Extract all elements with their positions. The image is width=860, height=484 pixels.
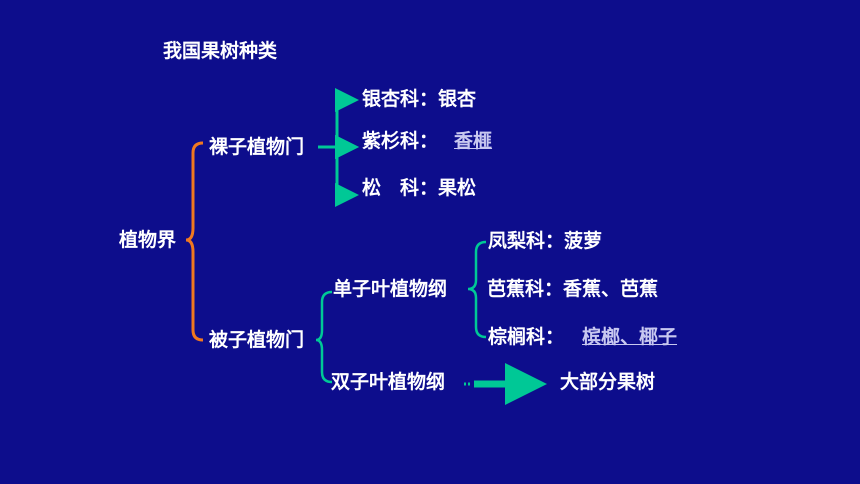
root-label: 植物界: [119, 229, 177, 251]
family-row: 银杏科：银杏: [362, 87, 476, 111]
dicot-result: 大部分果树: [560, 371, 656, 393]
monocot-label: 单子叶植物纲: [333, 278, 448, 300]
family-example: 香蕉、芭蕉: [563, 278, 659, 300]
dicot-label: 双子叶植物纲: [331, 371, 446, 393]
family-name: 紫杉科：: [362, 130, 439, 152]
family-name: 棕榈科：: [488, 326, 565, 348]
family-example: 银杏: [438, 88, 477, 110]
family-name: 银杏科：: [362, 88, 439, 110]
family-name: 松 科：: [362, 177, 439, 199]
family-example: 果松: [438, 177, 477, 199]
example-link-palms[interactable]: 槟榔、椰子: [582, 326, 678, 348]
page-title: 我国果树种类: [163, 40, 278, 62]
gymnosperm-label: 裸子植物门: [209, 136, 305, 158]
angiosperm-label: 被子植物门: [209, 329, 305, 351]
family-name: 芭蕉科：: [487, 278, 564, 300]
family-name: 凤梨科：: [488, 230, 565, 252]
root-brace: [185, 141, 204, 342]
monocot-brace: [467, 240, 487, 339]
family-example: 菠萝: [564, 230, 603, 252]
example-link-torreya[interactable]: 香榧: [454, 130, 493, 152]
family-row: 凤梨科：菠萝: [488, 229, 602, 253]
family-row: 松 科：果松: [362, 176, 476, 200]
family-row: 棕榈科： 槟榔、椰子: [488, 325, 677, 349]
family-row: 紫杉科： 香榧: [362, 129, 492, 153]
family-row: 芭蕉科：香蕉、芭蕉: [487, 277, 658, 301]
angiosperm-brace: [315, 290, 333, 384]
